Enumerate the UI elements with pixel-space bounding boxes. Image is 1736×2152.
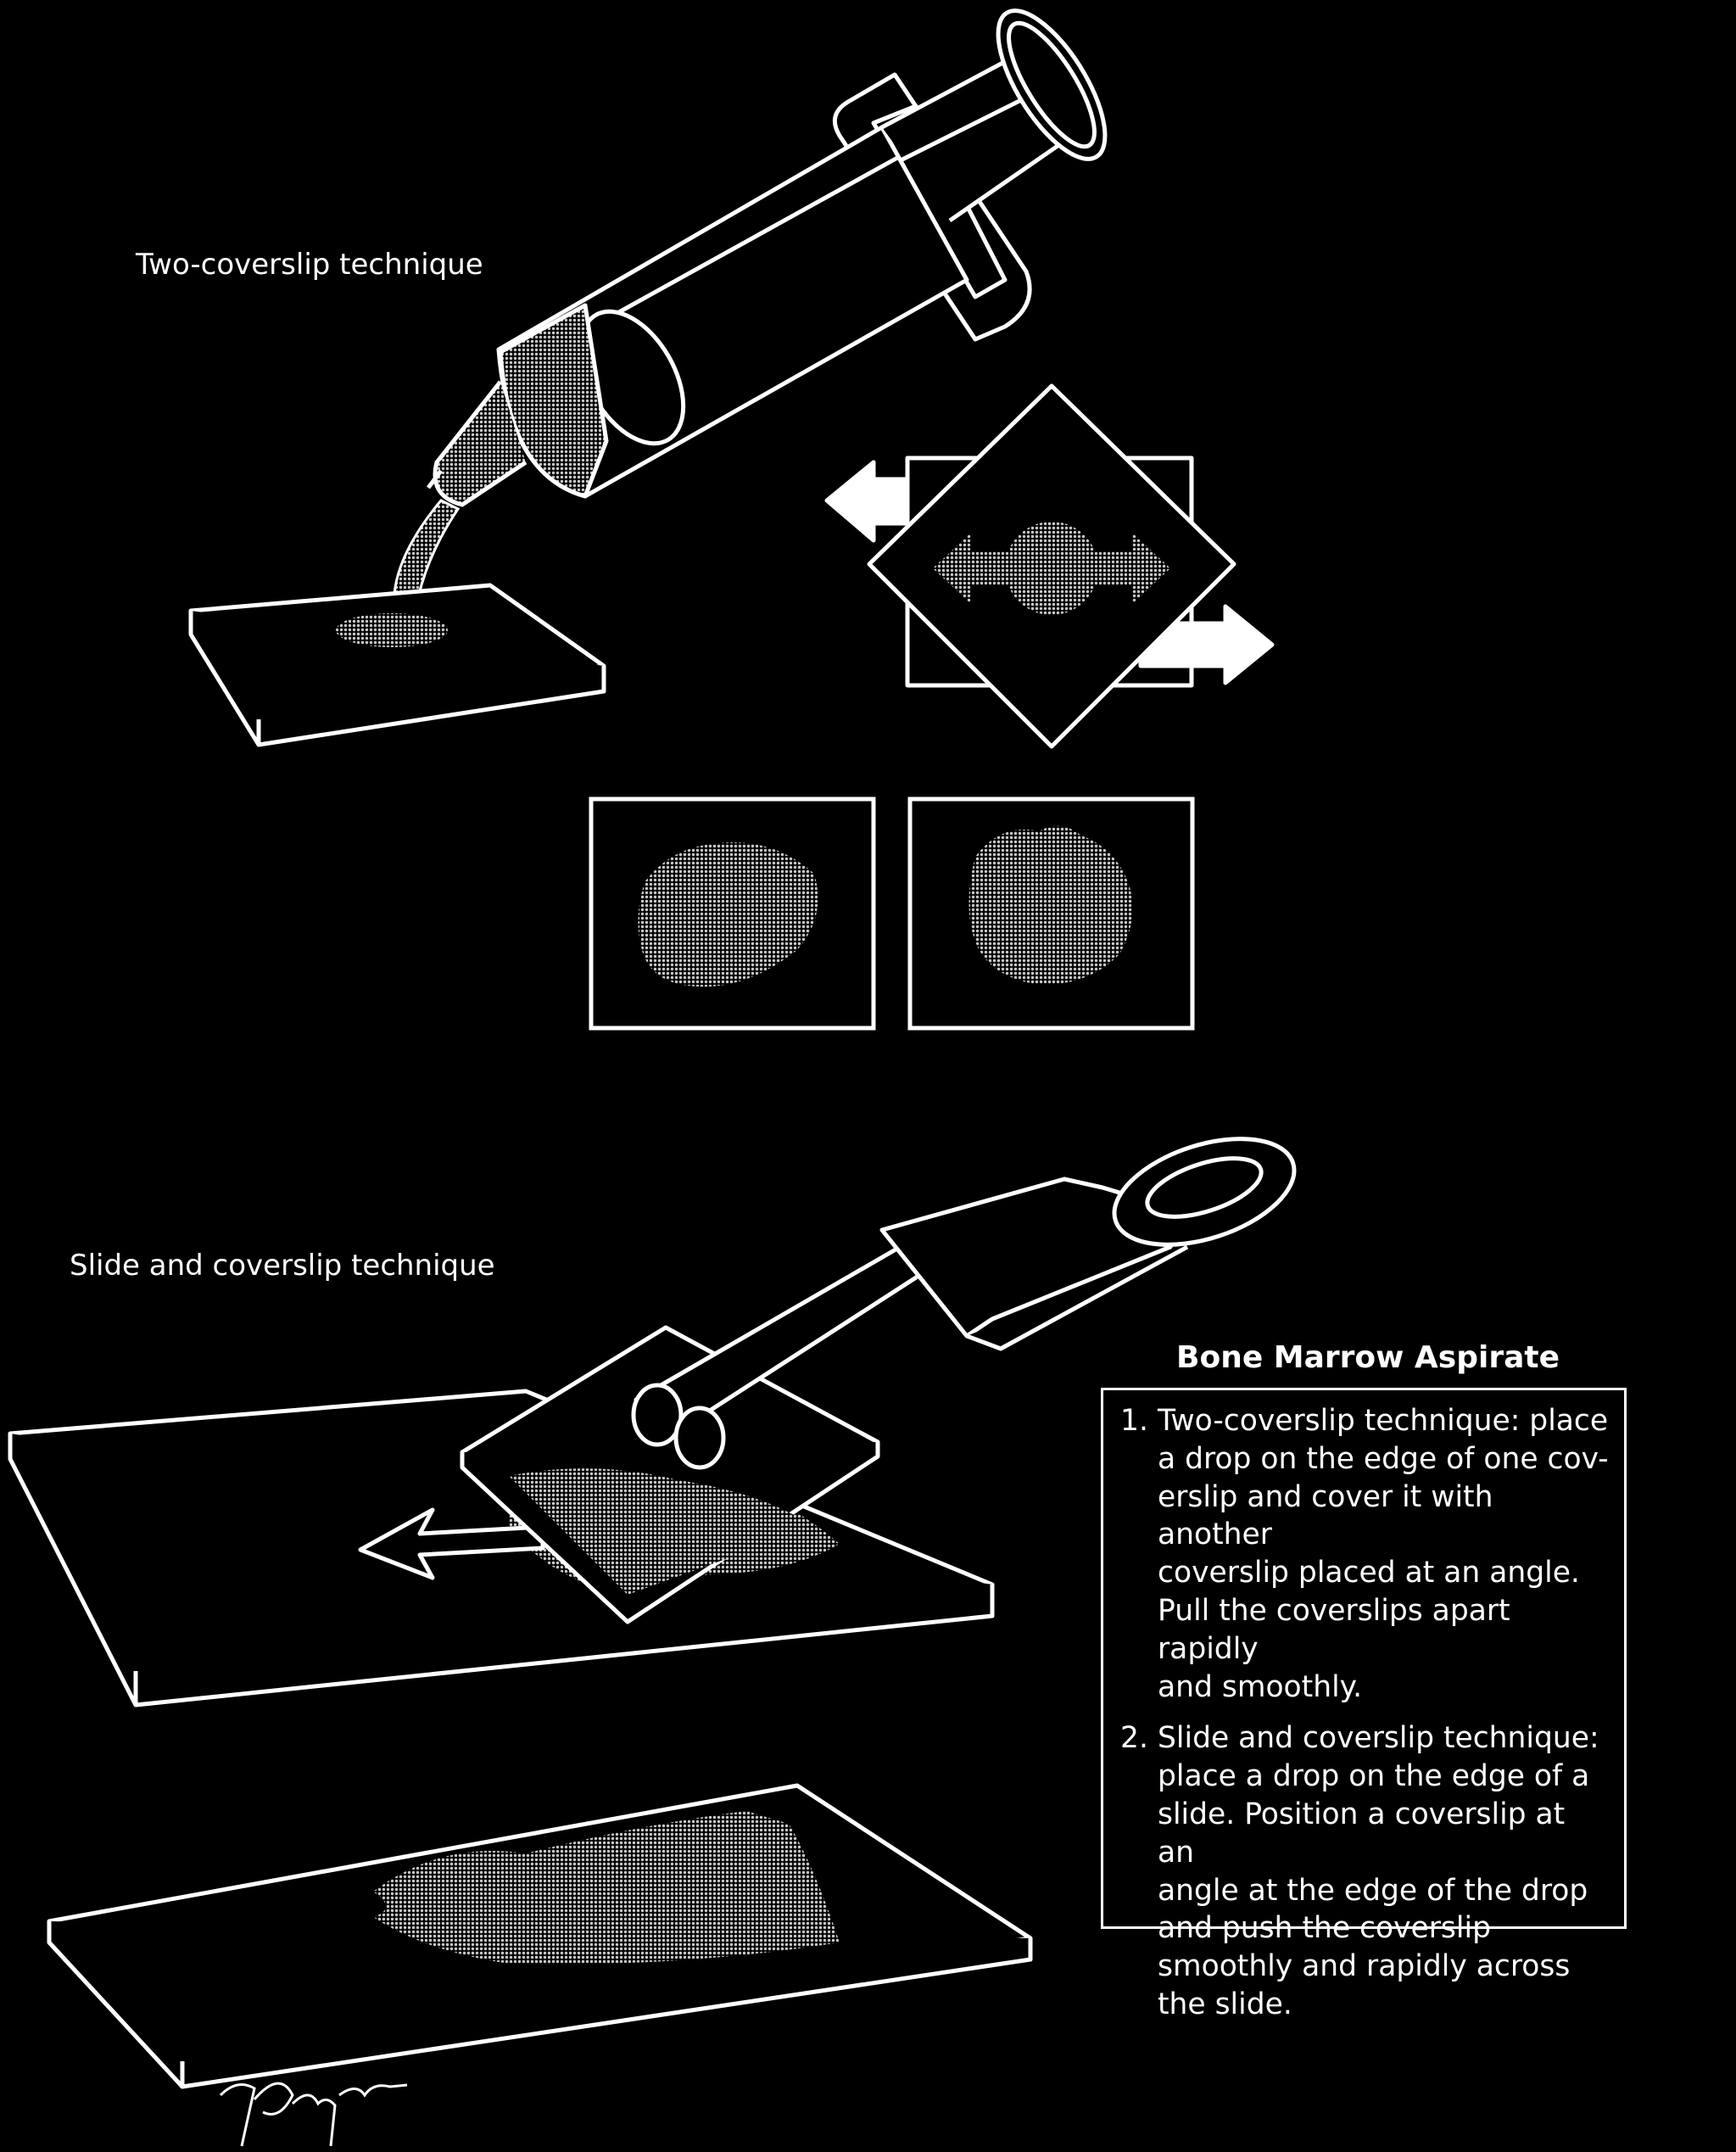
label-slide-coverslip: Slide and coverslip technique [70,1249,495,1283]
instructions-box: 1. Two-coverslip technique: place a drop… [1101,1388,1627,1929]
step-text: Slide and coverslip technique: place a d… [1158,1719,1610,2023]
step-item: 2. Slide and coverslip technique: place … [1120,1719,1610,2023]
signature [220,2083,407,2146]
step-item: 1. Two-coverslip technique: place a drop… [1120,1402,1610,1706]
finished-coverslips [591,799,1192,1028]
glass-slide-top [191,585,604,745]
drop-spot [336,613,448,647]
step-number: 2. [1120,1719,1158,2023]
step-number: 1. [1120,1402,1158,1706]
step-text: Two-coverslip technique: place a drop on… [1158,1402,1610,1706]
label-two-coverslip: Two-coverslip technique [136,248,483,282]
coverslips-pulled-apart [827,386,1272,746]
instructions-title: Bone Marrow Aspirate [1101,1340,1635,1375]
